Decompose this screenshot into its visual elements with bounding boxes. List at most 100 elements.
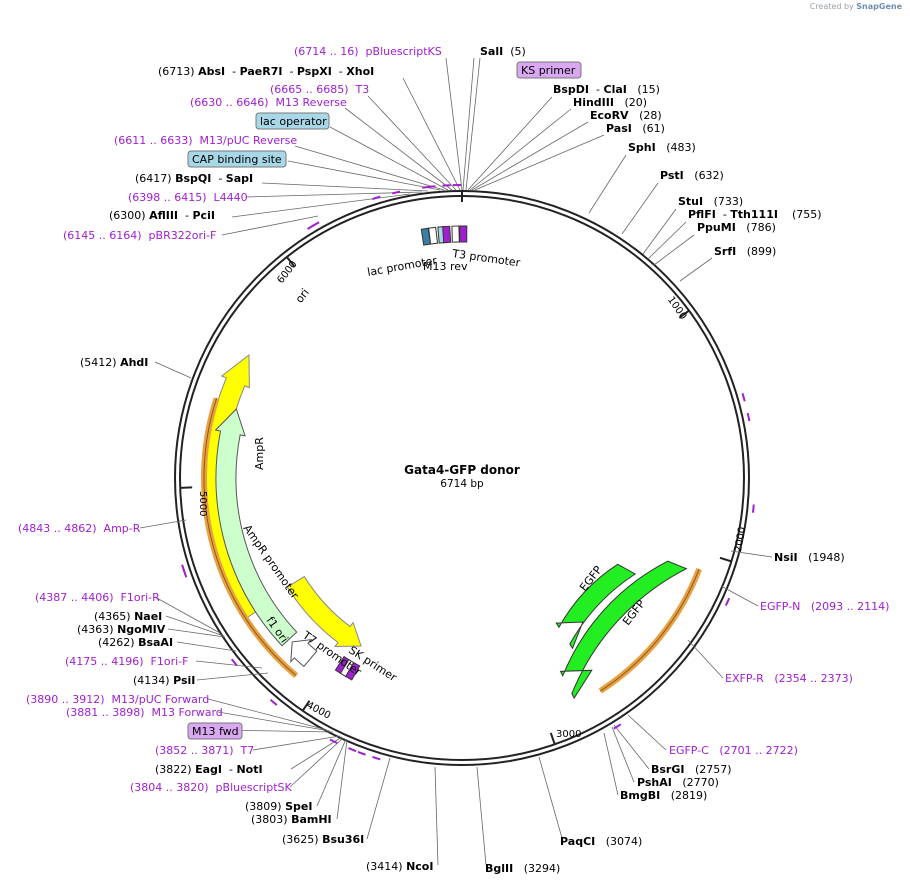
leader-line	[344, 107, 453, 191]
label-part: (755)	[778, 208, 822, 221]
site-label-ngomiv: (4363) NgoMIV	[77, 623, 166, 636]
label-part: EGFP-N	[760, 600, 800, 613]
label-part: PaqCI	[560, 835, 595, 848]
site-labels: (6714 .. 16) pBluescriptKS SalI (5) (671…	[18, 45, 889, 875]
label-part: PaeR7I	[240, 65, 283, 78]
site-label-pasi: PasI (61)	[606, 122, 665, 135]
leader-line	[588, 154, 627, 214]
label-part: SapI	[226, 172, 253, 185]
feature-label-ori: ori	[293, 286, 312, 305]
label-part: (3881 .. 3898) M13 Forward	[66, 706, 223, 719]
label-part: (4365)	[94, 610, 134, 623]
primer-mark	[348, 747, 357, 753]
label-part: SpeI	[285, 800, 312, 813]
leader-line	[196, 672, 269, 681]
label-part: (6630 .. 6646) M13 Reverse	[190, 96, 347, 109]
leader-line	[316, 738, 347, 807]
plasmid-title: Gata4-GFP donor	[404, 463, 520, 477]
site-label-f1ori-f: (4175 .. 4196) F1ori-F	[65, 655, 188, 668]
primer-mark	[307, 223, 316, 230]
label-part: (3804 .. 3820) pBluescriptSK	[130, 781, 293, 794]
site-label-egfp-c: EGFP-C (2701 .. 2722)	[669, 744, 798, 757]
primer-mark	[391, 190, 401, 195]
label-part: (28)	[629, 109, 662, 122]
label-part: -	[211, 172, 225, 185]
site-label-psii: (4134) PsiI	[133, 674, 195, 687]
site-label-afliii: (6300) AflIII - PciI	[109, 209, 215, 222]
label-part: (6665 .. 6685) T3	[270, 83, 369, 96]
leader-line	[720, 585, 759, 607]
site-label-m13-forward: (3881 .. 3898) M13 Forward	[66, 706, 223, 719]
label-part: PpuMI	[697, 221, 736, 234]
site-label-bamhi: (3803) BamHI	[251, 813, 332, 826]
label-part: BspQI	[175, 172, 211, 185]
label-part: SphI	[628, 141, 656, 154]
leader-line	[538, 756, 563, 839]
site-label-m13-puc-reverse: (6611 .. 6633) M13/pUC Reverse	[114, 134, 297, 147]
site-label-egfp-n: EGFP-N (2093 .. 2114)	[760, 600, 889, 613]
leader-line	[139, 519, 187, 529]
label-part: (3809)	[245, 800, 285, 813]
m13-fwd-feature	[345, 661, 361, 681]
label-part: Bsu36I	[322, 833, 364, 846]
leader-line	[653, 234, 695, 266]
site-label-pbluescriptks: (6714 .. 16) pBluescriptKS	[294, 45, 442, 58]
label-part: (2354 .. 2373)	[764, 672, 853, 685]
label-part: (899)	[736, 245, 776, 258]
primer-mark	[372, 195, 381, 200]
label-part: (632)	[684, 169, 724, 182]
tick-label-4000: 4000	[305, 700, 333, 722]
primer-mark	[182, 569, 188, 578]
leader-line	[467, 96, 553, 191]
label-part: BamHI	[291, 813, 332, 826]
site-label-srfi: SrfI (899)	[714, 245, 776, 258]
label-part: -	[716, 208, 730, 221]
label-part: -	[178, 209, 192, 222]
label-part: SalI	[480, 45, 503, 58]
label-part: NcoI	[406, 860, 433, 873]
label-part: (2770)	[672, 776, 719, 789]
watermark-prefix: Created by	[809, 2, 854, 11]
leader-line	[289, 737, 344, 788]
feature-label-m13-rev: M13 rev	[423, 260, 468, 273]
label-part: (483)	[656, 141, 696, 154]
label-part: StuI	[678, 195, 703, 208]
site-label-bsaai: (4262) BsaAI	[98, 636, 173, 649]
m13-fwd-box: M13 fwd	[187, 722, 243, 740]
label-part: (4175 .. 4196) F1ori-F	[65, 655, 188, 668]
label-part: (4843 .. 4862) Amp-R	[18, 522, 141, 535]
primer-mark	[751, 504, 755, 513]
leader-line	[647, 221, 687, 260]
leader-line	[603, 732, 619, 796]
ks-primer-label: KS primer	[521, 64, 576, 77]
leader-line	[167, 628, 226, 638]
leader-line	[176, 641, 237, 652]
primer-mark	[230, 658, 238, 667]
watermark-brand: SnapGene	[856, 2, 902, 11]
tick-label-3000: 3000	[556, 729, 581, 740]
label-part: (3803)	[251, 813, 291, 826]
label-part: EXFP-R	[725, 672, 764, 685]
primer-mark	[741, 393, 746, 402]
primer-mark	[269, 699, 278, 706]
site-label-ecorv: EcoRV (28)	[590, 109, 662, 122]
label-part: (5412)	[80, 356, 120, 369]
label-part: (61)	[632, 122, 665, 135]
label-part: ClaI	[604, 83, 627, 96]
label-part: PshAI	[637, 776, 672, 789]
leader-line	[367, 95, 457, 191]
leader-line	[252, 735, 341, 751]
lac-promoter-box	[428, 226, 439, 245]
leader-line	[613, 724, 650, 770]
tick-marks	[180, 190, 732, 745]
label-part: BmgBI	[620, 789, 660, 802]
label-part: -	[225, 65, 239, 78]
label-part: (6300)	[109, 209, 149, 222]
label-part: NotI	[236, 763, 262, 776]
label-part: (3074)	[595, 835, 642, 848]
cap-site-box: CAP binding site	[187, 150, 287, 168]
leader-line	[642, 208, 677, 255]
site-label-l4440: (6398 .. 6415) L4440	[128, 191, 248, 204]
label-part: PstI	[660, 169, 684, 182]
